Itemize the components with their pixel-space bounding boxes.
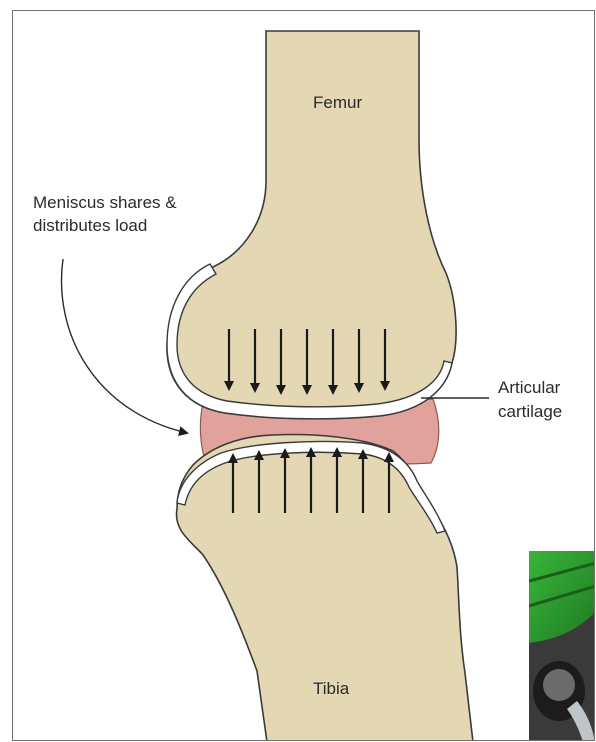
cropped-photo	[529, 551, 595, 741]
cartilage-caption-line1: Articular	[498, 377, 560, 399]
meniscus-caption-line1: Meniscus shares &	[33, 192, 177, 214]
diagram-frame: Femur Tibia Meniscus shares & distribute…	[12, 10, 595, 741]
tibia-label: Tibia	[313, 678, 349, 700]
knee-joint-diagram	[13, 11, 595, 741]
femur-bone	[167, 31, 456, 419]
meniscus-caption-line2: distributes load	[33, 215, 147, 237]
cartilage-caption-line2: cartilage	[498, 401, 562, 423]
femur-label: Femur	[313, 92, 362, 114]
